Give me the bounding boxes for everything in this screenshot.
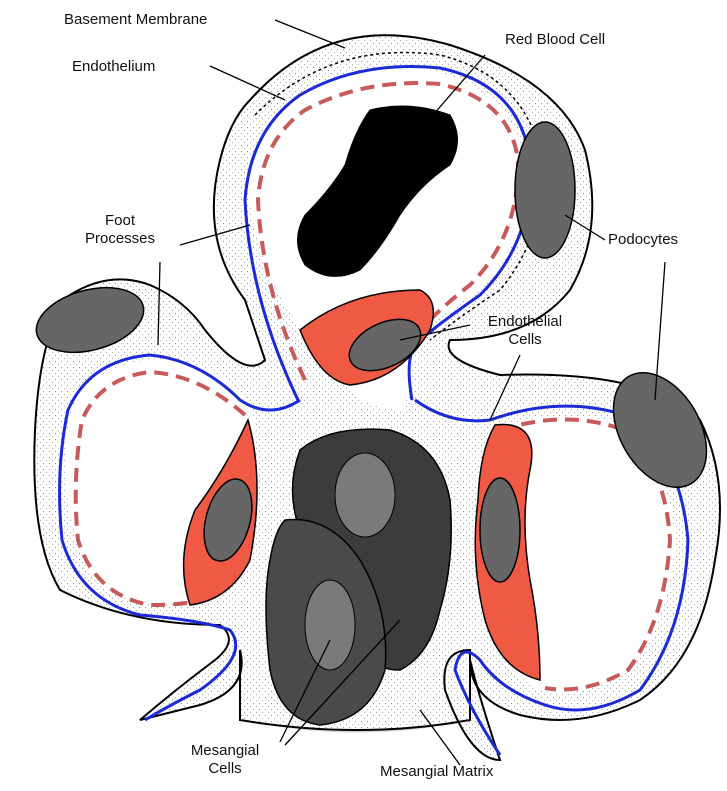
label-podocytes: Podocytes	[608, 231, 678, 249]
right-endothelial-nucleus	[480, 478, 520, 582]
label-foot-processes-line1: Foot	[60, 212, 180, 230]
mesangial-nucleus-upper	[335, 453, 395, 537]
label-basement-membrane: Basement Membrane	[64, 11, 207, 29]
mesangial-nucleus-lower	[305, 580, 355, 670]
label-endothelium: Endothelium	[72, 58, 155, 76]
label-foot-processes-line2: Processes	[60, 230, 180, 248]
label-endothelial-cells: Endothelial Cells	[470, 313, 580, 349]
label-mesangial-cells: Mesangial Cells	[170, 742, 280, 778]
label-endothelial-cells-line2: Cells	[470, 331, 580, 349]
label-mesangial-cells-line2: Cells	[170, 760, 280, 778]
label-mesangial-cells-line1: Mesangial	[170, 742, 280, 760]
label-endothelial-cells-line1: Endothelial	[470, 313, 580, 331]
podocyte-right-top	[515, 122, 575, 258]
label-mesangial-matrix: Mesangial Matrix	[380, 763, 493, 781]
label-red-blood-cell: Red Blood Cell	[505, 31, 605, 49]
label-foot-processes: Foot Processes	[60, 212, 180, 248]
